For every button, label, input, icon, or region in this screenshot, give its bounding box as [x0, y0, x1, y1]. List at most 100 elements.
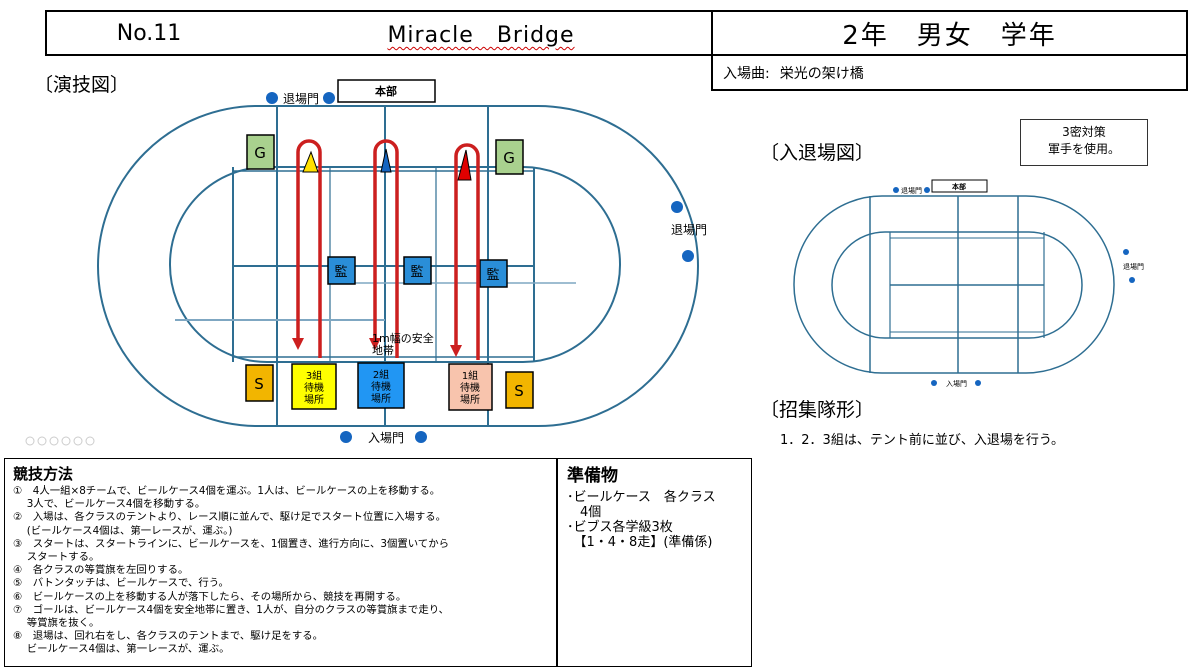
image-toolbar-icons: [25, 436, 95, 446]
waiting-area-2: [357, 362, 405, 409]
course-arrows: [296, 139, 480, 360]
monitor-box: [479, 259, 508, 288]
rules-line: (ビールケース4個は、第一レースが、運ぶ。): [13, 524, 233, 537]
rules-box: 競技方法 ① 4人一組×8チームで、ビールケース4個を運ぶ。1人は、ビールケース…: [4, 458, 558, 667]
course-arrow: [373, 139, 399, 358]
rules-line: 等賞旗を抜く。: [13, 617, 100, 630]
preparation-line: 【1・4・8走】(準備係): [567, 535, 713, 550]
toolbar-icon: [61, 436, 71, 446]
start-flag: [505, 371, 534, 409]
runner-2: [380, 148, 392, 173]
entry-gate-label: 入場門: [368, 431, 404, 445]
rules-title: 競技方法: [13, 465, 74, 483]
entry-exit-diagram: 本部 退場門 退場門 入場門: [793, 179, 1144, 388]
monitor-box: [327, 256, 356, 285]
preparation-box: 準備物 ･ビールケース 各クラス 4個 ･ビブス各学級3枚 【1・4・8走】(準…: [556, 458, 752, 667]
rules-line: ⑥ ビールケースの上を移動する人が落下したら、その場所から、競技を再開する。: [13, 590, 407, 603]
exit-gate-marker: [671, 201, 683, 213]
header-number-box: No.11: [45, 10, 253, 56]
headquarters-box: [337, 79, 436, 103]
inner-track: [169, 166, 621, 363]
course-arrow: [454, 143, 480, 360]
assembly-text: 1．2．3組は、テント前に並び、入退場を行う。: [780, 433, 1065, 448]
rules-line: ⑦ ゴールは、ビールケース4個を安全地帯に置き、1人が、自分のクラスの等賞旗まで…: [13, 603, 450, 616]
monitor-label: 監: [334, 264, 347, 280]
performance-diagram: 本部 退場門 退場門 入場門 G G S S 監 監 監 1m幅の安全 地帯 3…: [25, 79, 707, 446]
rules-list: ① 4人一組×8チームで、ビールケース4個を運ぶ。1人は、ビールケースの上を移動…: [13, 485, 557, 657]
waiting-area-3: [291, 363, 337, 410]
header-grade-box: 2年 男女 学年: [711, 10, 1188, 56]
safety-zone-label: 1m幅の安全 地帯: [372, 331, 437, 357]
preparation-title: 準備物: [567, 466, 618, 486]
waiting-area-1: [448, 363, 493, 411]
exit-gate-label: 退場門: [283, 92, 319, 106]
runner-3: [302, 150, 319, 173]
exit-gate-marker: [266, 92, 278, 104]
waiting-area-2-label: 2組待機場所: [371, 368, 391, 405]
preparation-line: 4個: [567, 505, 602, 520]
entry-song-box: 入場曲: 栄光の架け橋: [711, 56, 1188, 91]
preparation-line: ･ビールケース 各クラス: [567, 490, 716, 505]
program-title: Miracle Bridge: [387, 23, 575, 48]
preparation-list: ･ビールケース 各クラス 4個 ･ビブス各学級3枚 【1・4・8走】(準備係): [567, 490, 751, 550]
arrow-head: [450, 345, 462, 357]
exit-gate-marker: [682, 250, 694, 262]
note-box: 3密対策 軍手を使用。: [1020, 119, 1148, 166]
rules-line: ④ 各クラスの等賞旗を左回りする。: [13, 564, 189, 577]
goal-flag-label: G: [503, 149, 515, 167]
goal-flag-label: G: [254, 144, 266, 162]
performance-diagram-title: 〔演技図〕: [34, 74, 130, 96]
goal-flag: [246, 134, 275, 170]
exit-gate-label: 退場門: [1123, 262, 1144, 271]
toolbar-icon: [49, 436, 59, 446]
monitor-label: 監: [410, 264, 423, 280]
exit-gate-marker: [893, 187, 899, 193]
goal-flag: [495, 139, 524, 175]
exit-gate-marker: [1123, 249, 1129, 255]
outer-track: [97, 105, 699, 427]
inner-track: [831, 231, 1083, 339]
header-title-box: Miracle Bridge: [251, 10, 713, 56]
waiting-area-1-label: 1組待機場所: [460, 369, 480, 406]
exit-gate-label: 退場門: [901, 186, 922, 195]
start-flag-label: S: [514, 382, 524, 400]
assembly-title: 〔招集隊形〕: [760, 399, 875, 421]
rules-line: ⑧ 退場は、回れ右をし、各クラスのテントまで、駆け足をする。: [13, 630, 324, 643]
toolbar-icon: [37, 436, 47, 446]
course-arrow: [296, 139, 322, 358]
outer-track: [793, 195, 1115, 374]
headquarters-label: 本部: [951, 182, 966, 191]
note-line-2: 軍手を使用。: [1047, 142, 1120, 156]
entry-gate-marker: [340, 431, 352, 443]
headquarters-label: 本部: [375, 84, 397, 98]
entry-song-name: 栄光の架け橋: [779, 65, 864, 82]
start-flag: [245, 364, 274, 402]
toolbar-icon: [73, 436, 83, 446]
arrow-head: [292, 338, 304, 350]
arrow-head: [369, 338, 381, 350]
rules-line: ⑤ バトンタッチは、ビールケースで、行う。: [13, 577, 229, 590]
start-flag-label: S: [254, 375, 264, 393]
exit-gate-marker: [1129, 277, 1135, 283]
grade-label: 2年 男女 学年: [842, 20, 1057, 51]
rules-line: ② 入場は、各クラスのテントより、レース順に並んで、駆け足でスタート位置に入場す…: [13, 511, 447, 524]
entry-song-label: 入場曲:: [723, 65, 770, 82]
exit-gate-marker: [323, 92, 335, 104]
entry-exit-diagram-title: 〔入退場図〕: [760, 142, 875, 164]
rules-line: ビールケース4個は、第一レースが、運ぶ。: [13, 643, 230, 656]
rules-line: ① 4人一組×8チームで、ビールケース4個を運ぶ。1人は、ビールケースの上を移動…: [13, 485, 441, 497]
entry-gate-marker: [415, 431, 427, 443]
exit-gate-label: 退場門: [671, 223, 707, 237]
program-number: No.11: [116, 20, 182, 46]
toolbar-icon: [25, 436, 35, 446]
monitor-box: [403, 256, 432, 285]
exit-gate-marker: [924, 187, 930, 193]
entry-gate-label: 入場門: [946, 379, 967, 388]
waiting-area-3-label: 3組待機場所: [304, 369, 324, 406]
preparation-line: ･ビブス各学級3枚: [567, 520, 673, 535]
entry-gate-marker: [931, 380, 937, 386]
note-line-1: 3密対策: [1062, 125, 1106, 139]
rules-line: スタートする。: [13, 551, 100, 564]
rules-line: ③ スタートは、スタートラインに、ビールケースを、1個置き、進行方向に、3個置い…: [13, 537, 449, 550]
monitor-label: 監: [486, 267, 499, 283]
